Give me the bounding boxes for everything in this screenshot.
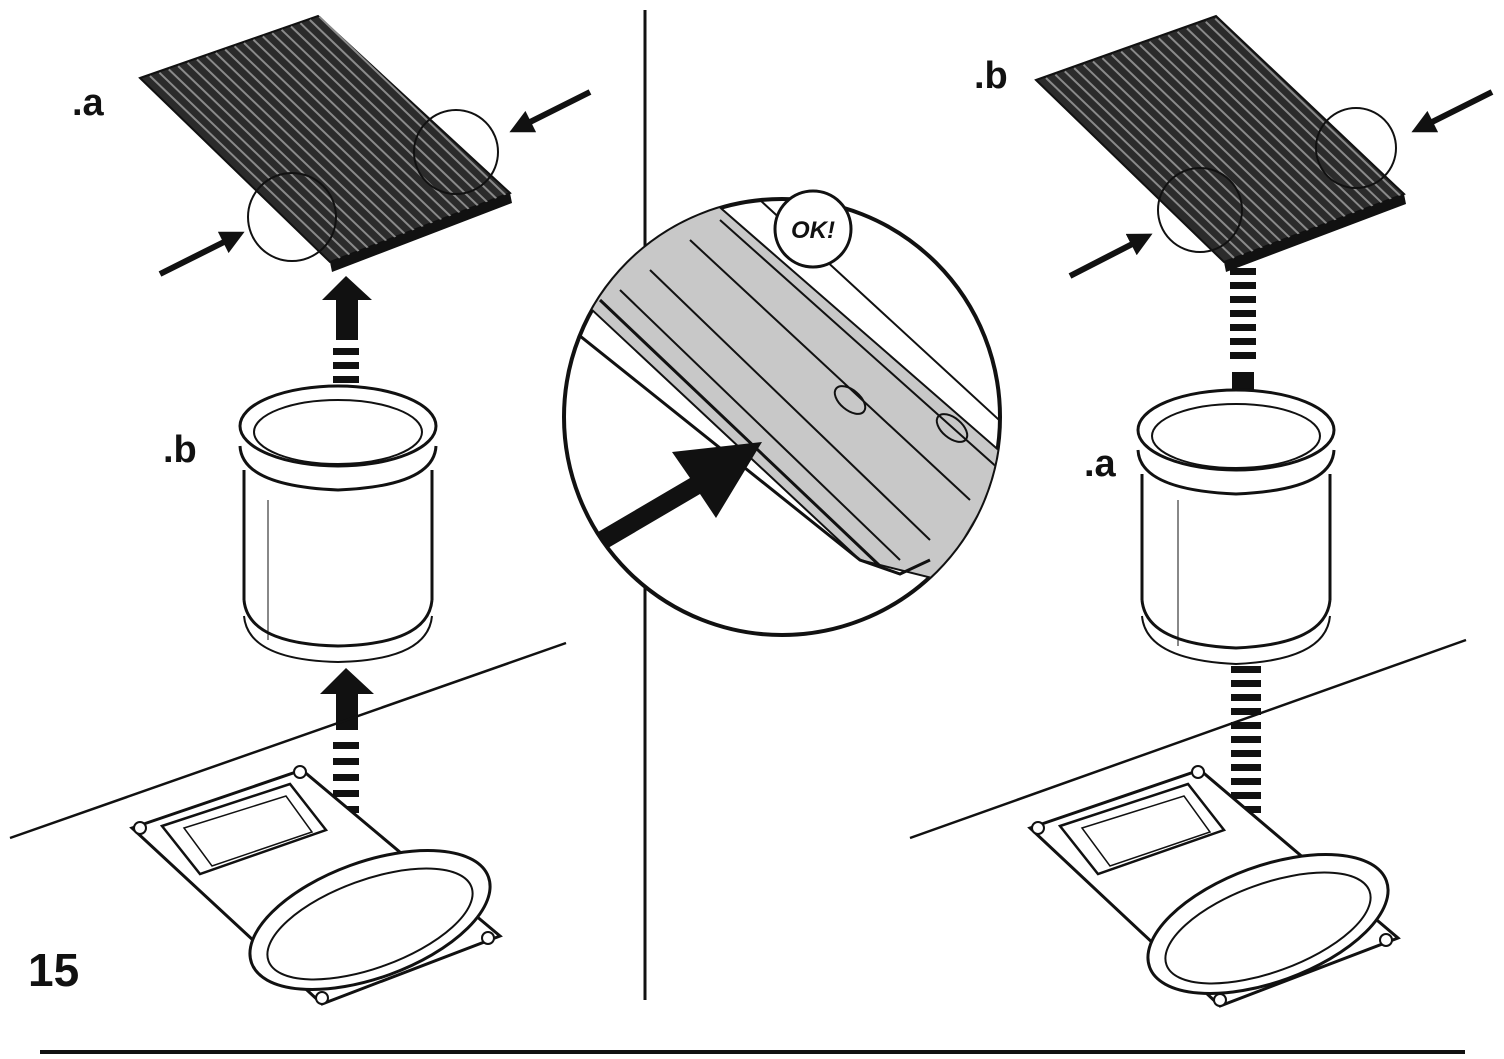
grate-bar <box>1129 47 1320 230</box>
dash-segment <box>1231 708 1261 715</box>
dash-segment <box>1231 736 1261 743</box>
grate-bar <box>1148 40 1339 223</box>
grate-bar <box>1205 21 1395 203</box>
grate-bar <box>1120 50 1310 233</box>
right-inspect-circle-2 <box>1315 107 1397 189</box>
right-filter-label: .b <box>974 55 1008 97</box>
grate-bar <box>1214 17 1404 200</box>
grate-bar <box>1054 73 1245 256</box>
grate-bar <box>1139 44 1329 226</box>
grate-bar <box>215 52 407 236</box>
grate-bar <box>196 58 388 243</box>
grate-bar <box>299 22 492 206</box>
right-canister-label: .a <box>1084 443 1117 485</box>
left-pointer-arrow-2 <box>509 89 592 133</box>
grate-bar <box>1111 54 1301 236</box>
left-panel: .a .b 15 <box>9 14 592 1006</box>
right-dashes-upper <box>1230 268 1256 359</box>
dash-segment <box>333 742 359 749</box>
detail-magnifier: OK! <box>562 189 1002 637</box>
right-panel: .b .a <box>909 14 1494 1008</box>
dash-segment <box>1231 694 1261 701</box>
grate-bar <box>1045 77 1235 259</box>
dash-segment <box>1230 296 1256 303</box>
grate-bar <box>205 55 398 239</box>
dash-segment <box>1231 750 1261 757</box>
left-filter-label: .a <box>72 82 105 124</box>
step-number: 15 <box>28 944 79 996</box>
dash-segment <box>1230 352 1256 359</box>
dash-segment <box>333 362 359 369</box>
grate-bar <box>168 68 360 253</box>
grate-bar <box>1158 37 1348 220</box>
left-inspect-circle-2 <box>413 109 499 195</box>
dash-segment <box>333 376 359 383</box>
dash-segment <box>1230 268 1256 275</box>
grate-bar <box>280 29 473 213</box>
dash-segment <box>1230 324 1256 331</box>
grate-bar <box>318 15 510 200</box>
right-inspect-circle-1 <box>1157 167 1243 253</box>
dash-segment <box>333 790 359 797</box>
left-up-arrow-bottom <box>320 668 374 730</box>
grate-bar <box>252 38 445 223</box>
ok-badge-text: OK! <box>791 217 835 244</box>
dash-segment <box>1231 666 1261 673</box>
dash-segment <box>333 348 359 355</box>
grate-bar <box>1082 64 1273 246</box>
right-carbon-canister <box>1136 388 1336 666</box>
dash-segment <box>333 774 359 781</box>
grate-bar <box>186 62 379 246</box>
left-up-arrow-top <box>322 276 372 340</box>
left-carbon-canister <box>238 384 438 664</box>
right-pointer-arrow-2 <box>1411 89 1494 133</box>
dash-segment <box>1231 792 1261 799</box>
right-ceiling-line <box>909 638 1467 840</box>
grate-bar <box>158 71 351 256</box>
left-grease-filter <box>138 14 512 272</box>
dash-segment <box>1230 338 1256 345</box>
dash-segment <box>1230 310 1256 317</box>
grate-bar <box>149 75 341 259</box>
right-pointer-arrow-1 <box>1068 233 1153 279</box>
grate-bar <box>233 45 426 230</box>
dash-segment <box>1230 282 1256 289</box>
dash-segment <box>1231 680 1261 687</box>
left-mounting-plate <box>129 765 503 1006</box>
grate-bar <box>1167 34 1357 216</box>
dash-segment <box>1231 778 1261 785</box>
grate-bar <box>243 42 435 226</box>
dash-segment <box>1231 764 1261 771</box>
grate-bar <box>1092 60 1282 243</box>
grate-bar <box>309 19 501 203</box>
grate-bar <box>224 48 416 233</box>
left-inspect-circle-1 <box>247 172 337 262</box>
right-mounting-plate <box>1027 765 1401 1008</box>
grate-bar <box>1064 70 1254 253</box>
dash-segment <box>333 758 359 765</box>
left-pointer-arrow-1 <box>158 231 245 277</box>
grate-bar <box>1101 57 1292 239</box>
grate-bar <box>1186 27 1376 210</box>
left-ceiling-line <box>9 641 567 840</box>
left-canister-label: .b <box>163 429 197 471</box>
detail-pointer-arrow <box>598 442 762 548</box>
right-grease-filter <box>1034 14 1406 272</box>
ok-badge <box>773 189 853 269</box>
grate-bar <box>290 25 482 210</box>
grate-bar <box>1073 67 1263 249</box>
grate-bar <box>1195 24 1386 206</box>
grate-bar <box>262 35 454 220</box>
dash-segment <box>1231 722 1261 729</box>
